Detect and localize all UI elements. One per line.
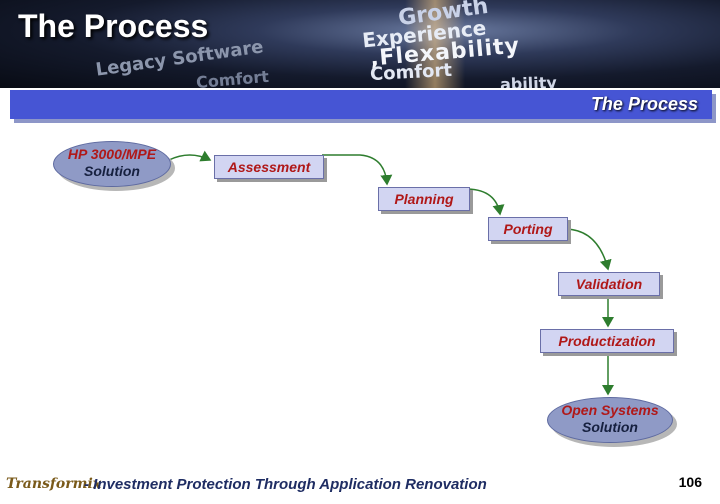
start-node-line1: HP 3000/MPE [67,146,157,162]
arrow-start-to-assessment [168,150,212,162]
section-title: The Process [590,94,698,114]
step-assessment: Assessment [214,155,324,179]
end-node: Open Systems Solution [547,397,673,443]
header-banner: Growth Experience ,Flexability Comfort L… [0,0,720,88]
end-node-line1: Open Systems [561,402,659,418]
step-porting: Porting [488,217,568,241]
step-validation: Validation [558,272,660,296]
footer-tagline: - Investment Protection Through Applicat… [84,476,487,493]
company-logo: Transformix [6,476,102,492]
end-node-line2: Solution [582,419,638,435]
arrow-assessment-to-planning [322,154,393,186]
start-node: HP 3000/MPE Solution [53,141,171,187]
banner-light-streak [405,0,465,88]
step-productization: Productization [540,329,674,353]
slide-title: The Process [18,8,209,44]
step-planning: Planning [378,187,470,211]
arrow-planning-to-porting [467,188,505,216]
page-number: 106 [678,474,702,490]
section-bar: The Process [10,90,712,119]
arrow-porting-to-validation [565,228,612,271]
start-node-line2: Solution [84,163,140,179]
